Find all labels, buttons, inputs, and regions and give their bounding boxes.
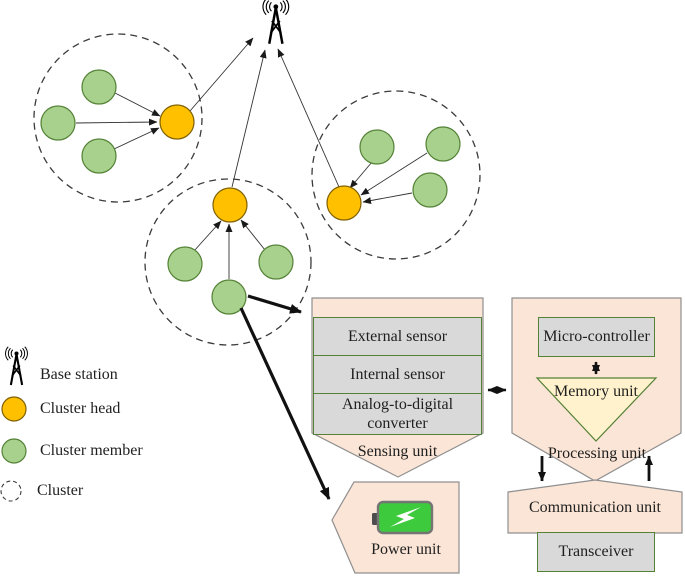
cluster-member-node [425,126,461,162]
battery-icon [372,500,434,535]
external-sensor-box: External sensor [313,317,482,356]
cluster-member-node [81,69,117,105]
legend-label-base-station: Base station [40,366,118,383]
adc-box: Analog-to-digital converter [313,393,482,435]
legend-label-cluster: Cluster [37,482,84,499]
memory-unit-label: Memory unit [554,383,638,400]
cluster-member-node [167,246,203,282]
legend-label-cluster-member: Cluster member [40,442,143,459]
cluster-member-node [258,244,294,280]
legend-cluster-icon [0,480,22,502]
node-detail-arrows [239,294,331,500]
member-to-head-arrows [75,92,428,279]
base-station-icon [261,0,290,45]
communication-unit-shape [507,479,683,534]
cluster-member-node [211,279,247,315]
cluster-member-node [81,138,117,174]
microcontroller-box: Micro-controller [538,317,655,357]
cluster-member-node [359,129,395,165]
internal-sensor-box: Internal sensor [313,355,482,394]
legend-cluster-member-icon [1,438,27,464]
legend-base-station-icon [4,345,29,387]
communication-unit-label: Communication unit [529,498,661,516]
cluster-3-boundary [311,90,481,260]
power-unit-label: Power unit [371,540,441,558]
processing-unit-label: Processing unit [547,444,647,462]
cluster-member-node [412,172,448,208]
cluster-head-node [212,187,248,223]
legend-label-cluster-head: Cluster head [40,400,121,417]
memory-unit-shape [535,377,658,442]
head-to-base-arrows [189,37,340,188]
cluster-member-node [40,105,76,141]
cluster-head-node [326,185,362,221]
legend-cluster-head-icon [1,396,27,422]
cluster-head-node [159,104,195,140]
cluster-1-boundary [33,33,203,203]
sensing-unit-label: Sensing unit [357,442,438,460]
cluster-2-boundary [144,178,312,346]
transceiver-box: Transceiver [537,532,655,572]
